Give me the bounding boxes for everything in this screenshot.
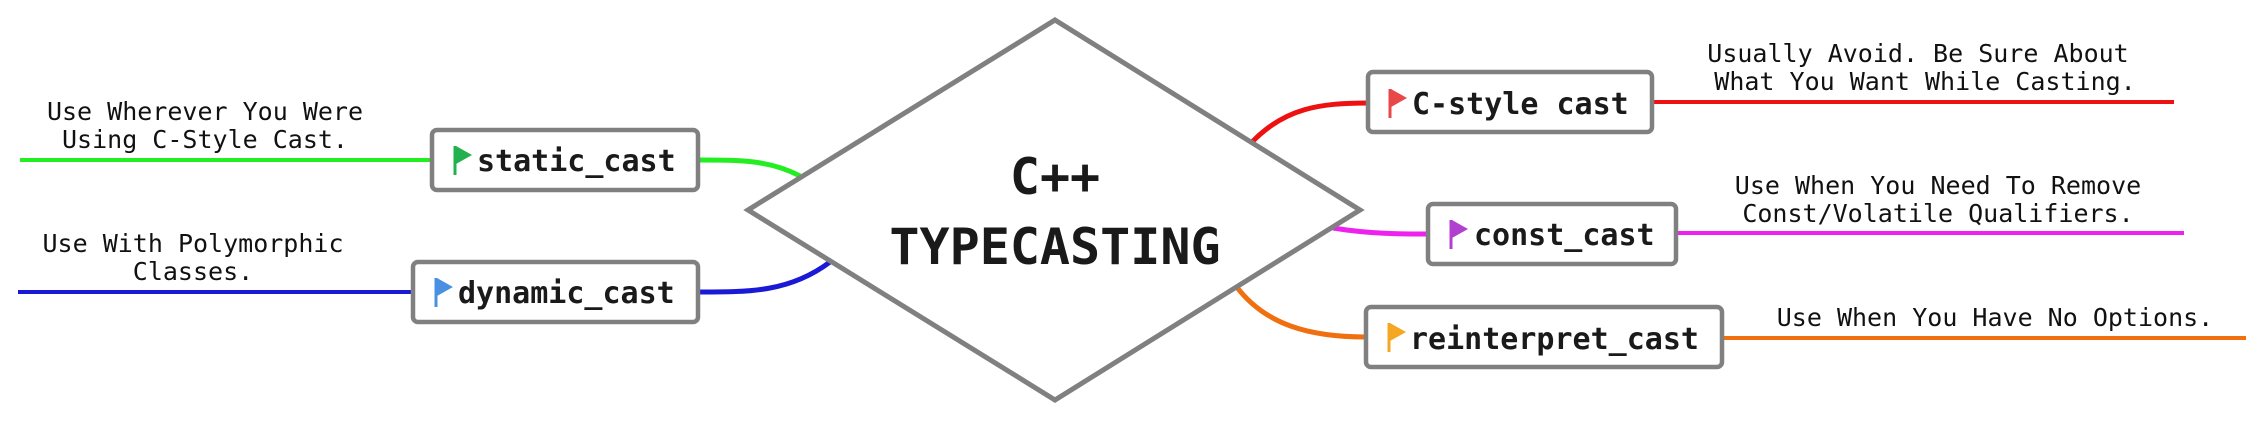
node-c-style-cast[interactable]: C-style cast <box>1365 69 1655 135</box>
note-const-line1: Use When You Need To Remove <box>1735 171 2141 200</box>
node-dynamic-cast[interactable]: dynamic_cast <box>410 259 701 325</box>
note-static-line2: Using C-Style Cast. <box>62 125 348 154</box>
flag-icon <box>1387 323 1406 352</box>
flag-icon <box>453 146 472 175</box>
note-cstyle-line2: What You Want While Casting. <box>1714 67 2135 96</box>
connector-const-cast <box>1332 225 1429 237</box>
node-const-cast[interactable]: const_cast <box>1425 201 1679 267</box>
node-label: dynamic_cast <box>458 276 675 311</box>
note-dynamic-line1: Use With Polymorphic <box>42 229 343 258</box>
center-title-line1: C++ <box>1010 148 1100 206</box>
flag-icon <box>1388 89 1407 118</box>
note-const-line2: Const/Volatile Qualifiers. <box>1742 199 2133 228</box>
node-label: const_cast <box>1474 218 1655 253</box>
connector-dynamic-cast <box>699 259 832 295</box>
center-title-line2: TYPECASTING <box>889 218 1220 276</box>
connector-static-cast <box>699 157 802 179</box>
node-static-cast[interactable]: static_cast <box>429 127 701 193</box>
connector-reinterpret-cast <box>1233 284 1367 340</box>
note-static-line1: Use Wherever You Were <box>47 97 363 126</box>
node-label: reinterpret_cast <box>1410 322 1699 357</box>
note-dynamic-line2: Classes. <box>133 257 253 286</box>
connector-c-style-cast <box>1250 100 1369 144</box>
node-reinterpret-cast[interactable]: reinterpret_cast <box>1363 304 1725 370</box>
note-reinterpret-line1: Use When You Have No Options. <box>1777 303 2214 332</box>
flag-icon <box>1449 220 1468 249</box>
center-diamond <box>743 17 1365 403</box>
note-cstyle-line1: Usually Avoid. Be Sure About <box>1707 39 2128 68</box>
flag-icon <box>434 278 453 307</box>
node-label: C-style cast <box>1412 87 1629 122</box>
node-label: static_cast <box>477 144 676 179</box>
